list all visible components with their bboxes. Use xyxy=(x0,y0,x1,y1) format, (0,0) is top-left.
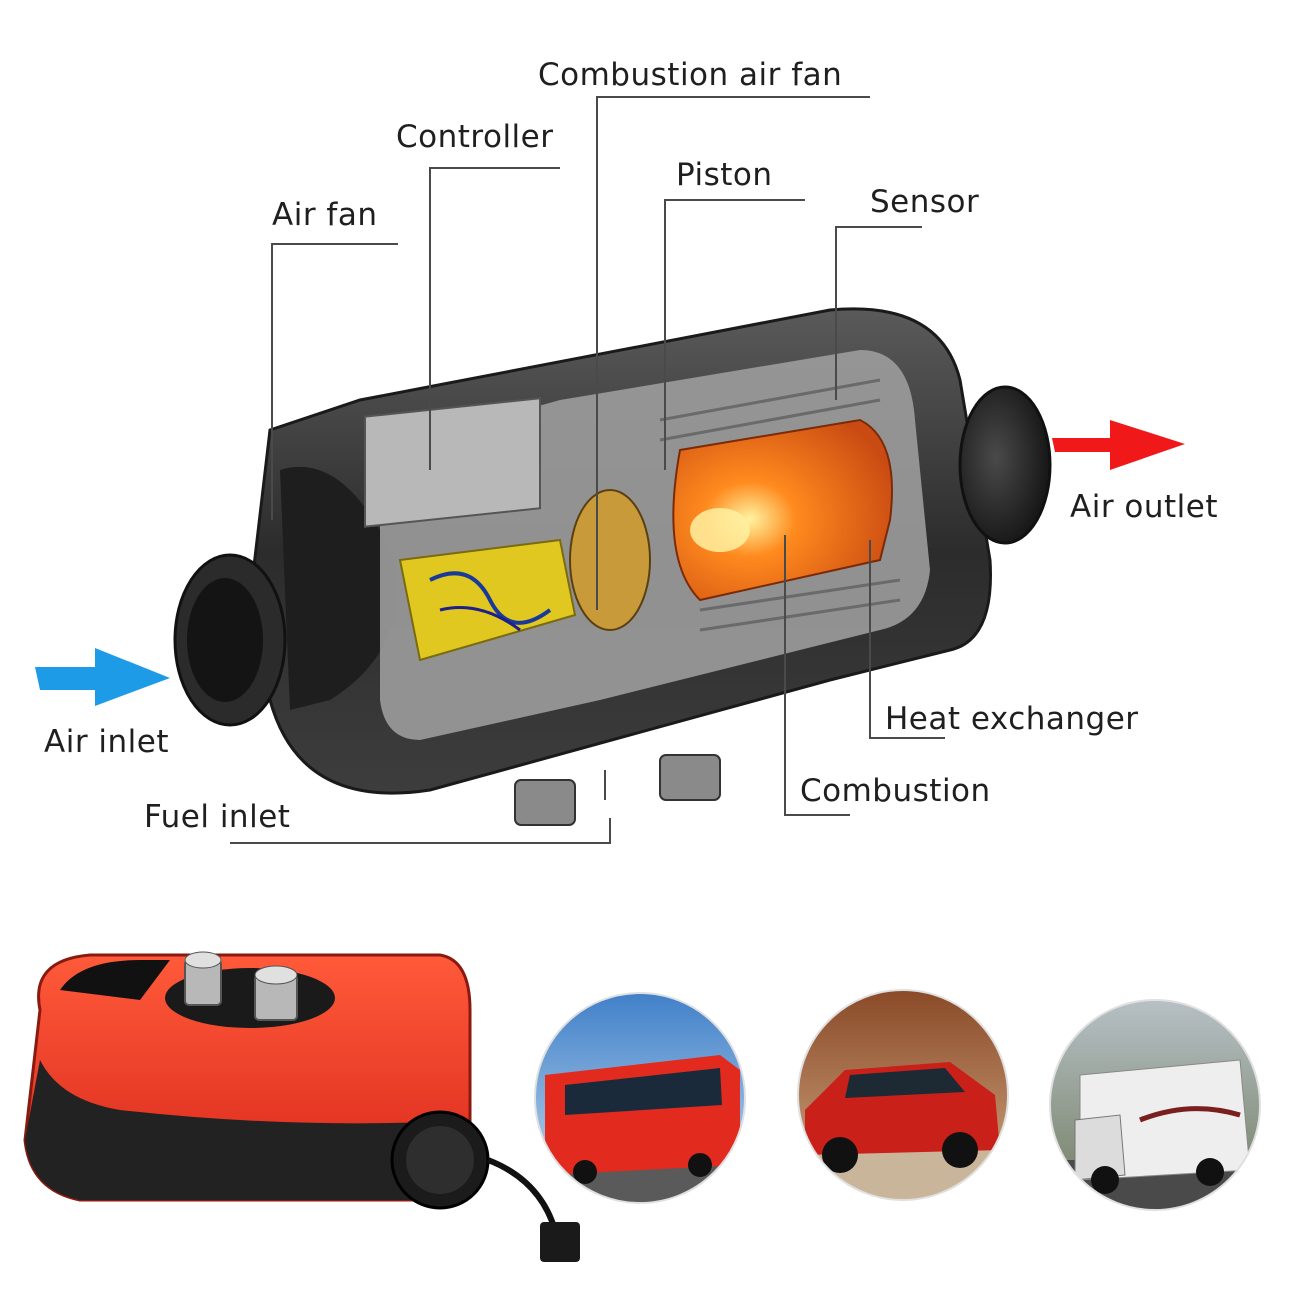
bus-photo xyxy=(534,992,746,1204)
heater-casing xyxy=(173,307,1052,826)
air-outlet-arrow xyxy=(1052,420,1185,470)
label-air-inlet: Air inlet xyxy=(44,724,170,760)
label-combustion: Combustion xyxy=(800,773,991,809)
red-heater-product xyxy=(23,951,580,1262)
label-fuel-inlet: Fuel inlet xyxy=(144,799,291,835)
label-combustion-air-fan: Combustion air fan xyxy=(538,57,843,93)
label-air-fan: Air fan xyxy=(272,197,378,233)
label-sensor: Sensor xyxy=(870,184,980,220)
air-inlet-arrow xyxy=(35,648,170,706)
label-heat-exchanger: Heat exchanger xyxy=(885,701,1139,737)
label-air-outlet: Air outlet xyxy=(1070,489,1219,525)
motorhome-photo xyxy=(1049,999,1261,1211)
leader-lines xyxy=(230,96,945,844)
suv-photo xyxy=(797,989,1009,1201)
label-controller: Controller xyxy=(396,119,554,155)
label-piston: Piston xyxy=(676,157,773,193)
